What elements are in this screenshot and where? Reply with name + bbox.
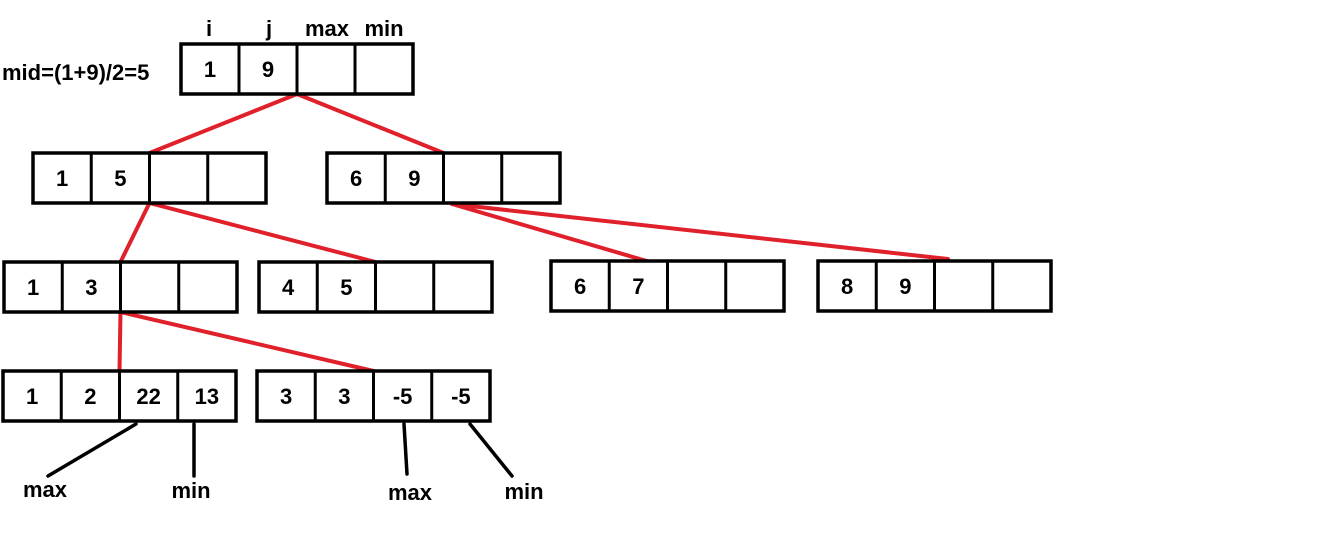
tree-edge (117, 310, 123, 373)
tree-edge (147, 201, 378, 264)
tree-edge (450, 202, 950, 261)
cell-value: 9 (262, 57, 274, 82)
annotation-pointers (46, 422, 514, 478)
tree-edge (118, 201, 152, 264)
annotation-label-min: min (171, 478, 210, 503)
cell-value: 3 (338, 384, 350, 409)
header-label-j: j (265, 16, 272, 41)
cell-value: 9 (899, 274, 911, 299)
cell-value: 13 (195, 384, 219, 409)
tree-edge (450, 202, 652, 264)
cell-value: 5 (340, 275, 352, 300)
tree-edges (117, 92, 950, 373)
tree-edge (295, 92, 446, 155)
cell-value: 3 (280, 384, 292, 409)
cell-value: 1 (56, 166, 68, 191)
cell-value: 6 (350, 166, 362, 191)
header-label-i: i (206, 16, 212, 41)
cell-value: 1 (27, 275, 39, 300)
header-label-max: max (305, 16, 350, 41)
cell-value: -5 (451, 384, 471, 409)
cell-value: 3 (85, 275, 97, 300)
cell-value: 6 (574, 274, 586, 299)
cell-value: 8 (841, 274, 853, 299)
cell-value: -5 (393, 384, 413, 409)
tree-edge (147, 92, 299, 155)
cell-value: 22 (136, 384, 160, 409)
tree-node: 3 3 -5 -5 (255, 369, 492, 423)
cell-value: 1 (204, 57, 216, 82)
cell-value: 2 (84, 384, 96, 409)
cell-value: 1 (26, 384, 38, 409)
mid-formula: mid=(1+9)/2=5 (2, 60, 149, 85)
pointer-line (402, 422, 409, 476)
annotation-label-max: max (23, 477, 68, 502)
tree-edge (118, 310, 376, 373)
cell-value: 9 (408, 166, 420, 191)
cell-value: 4 (282, 275, 295, 300)
cell-value: 5 (114, 166, 126, 191)
pointer-line (46, 422, 138, 478)
header-label-min: min (364, 16, 403, 41)
annotation-labels: max min max min (23, 477, 544, 505)
pointer-line (468, 422, 514, 478)
column-headers: i j max min (206, 16, 404, 41)
annotation-label-max: max (388, 480, 433, 505)
annotation-label-min: min (504, 479, 543, 504)
cell-value: 7 (632, 274, 644, 299)
